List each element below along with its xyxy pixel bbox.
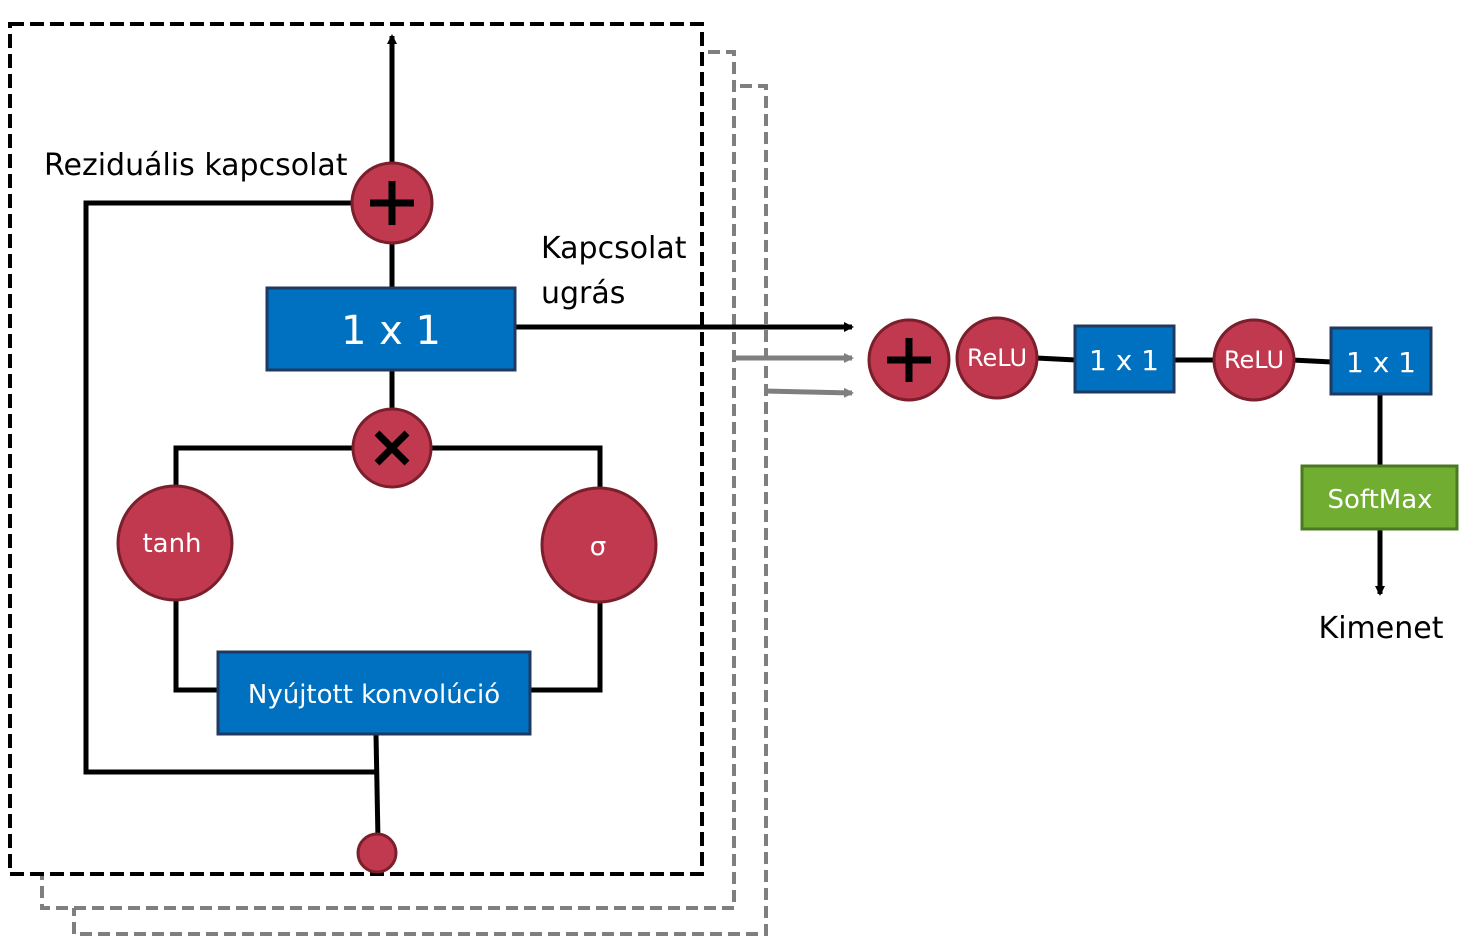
residual-add-node <box>350 161 434 245</box>
residual-connection-label: Reziduális kapcsolat <box>44 148 348 183</box>
softmax-label: SoftMax <box>1327 485 1432 515</box>
skip-connection-label-line1: Kapcsolat <box>541 231 687 266</box>
sigma-label: σ <box>590 532 606 562</box>
relu-node-2: ReLU <box>1212 318 1296 402</box>
relu-label-2: ReLU <box>1224 346 1284 374</box>
input-line <box>373 733 381 841</box>
conv1x1-label-a: 1 x 1 <box>1089 344 1159 377</box>
output-label: Kimenet <box>1319 611 1444 646</box>
relu-label-1: ReLU <box>967 344 1027 372</box>
sigma-node: σ <box>540 486 658 604</box>
conv1x1-label-b: 1 x 1 <box>1346 346 1416 379</box>
tanh-label: tanh <box>142 529 201 559</box>
softmax-block: SoftMax <box>1300 464 1459 531</box>
tanh-node: tanh <box>116 484 234 602</box>
conv1x1-main-label: 1 x 1 <box>341 308 441 354</box>
relu-node-1: ReLU <box>955 316 1039 400</box>
skip-arrow-gray-2 <box>763 387 854 398</box>
residual-connection-line <box>83 200 376 775</box>
conv1x1-block-b: 1 x 1 <box>1329 326 1433 396</box>
skip-connection-label-line2: ugrás <box>541 276 625 311</box>
skip-sum-node <box>867 318 951 402</box>
input-node <box>356 832 398 874</box>
pipe-wire-1 <box>1035 355 1077 363</box>
conv1x1-block-a: 1 x 1 <box>1073 324 1176 394</box>
multiply-node <box>351 407 433 489</box>
conv1x1-main-block: 1 x 1 <box>265 286 517 372</box>
dilated-conv-label: Nyújtott konvolúció <box>248 680 500 710</box>
pipe-wire-3 <box>1291 357 1333 365</box>
dilated-conv-block: Nyújtott konvolúció <box>216 650 532 736</box>
